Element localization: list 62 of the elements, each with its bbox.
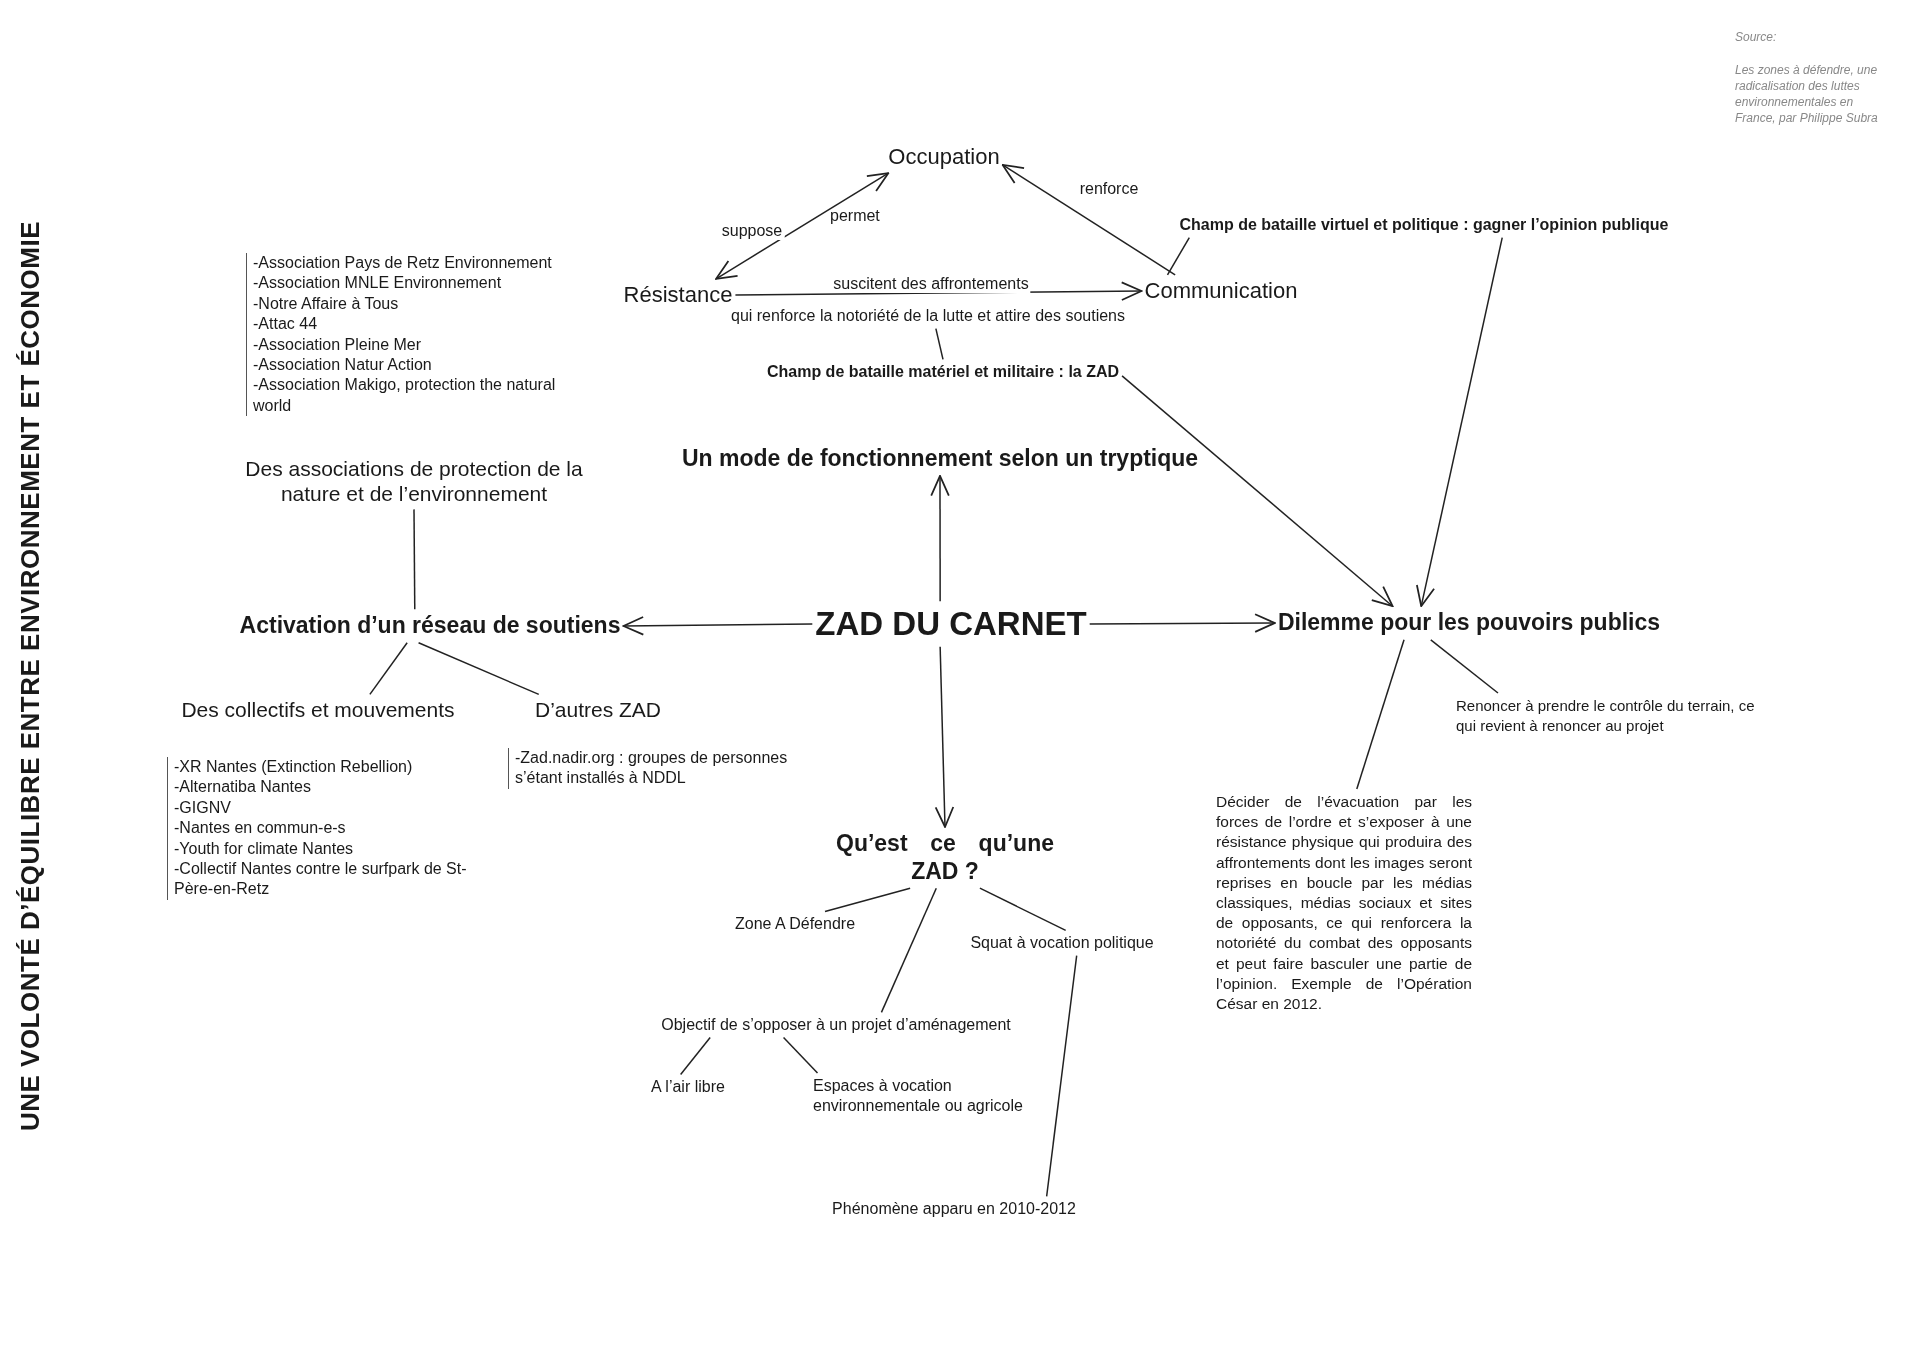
heading-label: Un mode de fonctionnement selon un tryptique [681, 445, 1199, 473]
list-item: -XR Nantes (Extinction Rebellion) [174, 757, 414, 777]
connector-line [1045, 954, 1078, 1198]
definition-label: Espaces à vocation environnementale ou agricole [813, 1076, 1038, 1116]
list-item: -Association Pays de Retz Environnement [253, 253, 553, 273]
connector-line [782, 1036, 819, 1074]
source-citation: Les zones à défendre, une radicalisation des luttes environnementales en France, par Philippe Subra [1735, 62, 1879, 126]
page-title: UNE VOLONTÉ D’ÉQUILIBRE ENTRE ENVIRONNEMENT ET ÉCONOMIE [14, 220, 46, 1132]
arrow [1416, 236, 1503, 608]
connector-line [417, 642, 540, 696]
relation-label: permet [830, 207, 880, 225]
heading-label: Activation d’un réseau de soutiens [239, 612, 621, 640]
concept-label: Résistance [623, 281, 733, 309]
list-item: -Youth for climate Nantes [174, 838, 355, 859]
description-text: Décider de l’évacuation par les forces de l’ordre et s’exposer à une résistance physique qui produira des affrontements dont les images seront reprises en boucle par les médias classiques, médias sociaux et sites de opposants, ce qui renforcera la notoriété du combat des opposants et peut faire basculer une partie de l’opinion. Exemple de l’Opération César en 2012. [1216, 792, 1472, 1015]
connector-line [679, 1036, 711, 1076]
definition-label: Squat à vocation politique [970, 933, 1154, 953]
list-item: -Notre Affaire à Tous [253, 293, 400, 314]
connector-line [979, 887, 1067, 932]
connector-line [935, 327, 944, 361]
arrow [934, 646, 955, 828]
connector-line [824, 887, 911, 913]
connector-line [1356, 639, 1405, 790]
concept-label: Communication [1144, 277, 1298, 305]
definition-label: Objectif de s’opposer à un projet d’aménagement [661, 1015, 1011, 1035]
connector-line [1430, 639, 1499, 694]
connector-line [413, 508, 416, 610]
description-text: Renoncer à prendre le contrôle du terrain, ce qui revient à renoncer au projet [1456, 696, 1756, 736]
central-title: ZAD DU CARNET [815, 604, 1087, 644]
list-item: -Association MNLE Environnement [253, 273, 503, 294]
connector-line [1166, 236, 1191, 276]
list-item: -Zad.nadir.org : groupes de personnes s’étant installés à NDDL [515, 748, 789, 789]
connector-line [369, 642, 408, 696]
list-item: -Nantes en commun-e-s [174, 818, 347, 839]
connector-line [880, 887, 938, 1014]
list-item: -Association Makigo, protection the natural world [253, 375, 557, 416]
edge-label: suscitent des affrontements [831, 275, 1031, 293]
branch-label: Des collectifs et mouvements [181, 697, 455, 723]
source-heading: Source: [1735, 30, 1778, 44]
arrow [930, 474, 950, 602]
edge-note: qui renforce la notoriété de la lutte et attire des soutiens [731, 306, 1125, 326]
heading-label: Qu’est ce qu’une ZAD ? [836, 830, 1054, 886]
list-item: -Association Natur Action [253, 355, 433, 376]
arrow [1121, 375, 1394, 608]
definition-label: A l’air libre [651, 1077, 725, 1097]
list-item: -Association Pleine Mer [253, 334, 423, 355]
heading-label: Champ de bataille virtuel et politique : gagner l’opinion publique [1179, 215, 1669, 235]
list-item: -Attac 44 [253, 314, 319, 335]
arrow [715, 172, 890, 280]
definition-label: Zone A Défendre [734, 914, 856, 934]
heading-label: Dilemme pour les pouvoirs publics [1277, 609, 1661, 637]
list-item: -Collectif Nantes contre le surfpark de St-Père-en-Retz [174, 859, 468, 900]
list-item: -Alternatiba Nantes [174, 777, 312, 798]
concept-label: Occupation [888, 143, 1000, 171]
branch-label: Des associations de protection de la nature et de l’environnement [214, 456, 614, 507]
list-item: -GIGNV [174, 797, 232, 818]
heading-label: Champ de bataille matériel et militaire : la ZAD [766, 362, 1120, 382]
branch-label: D’autres ZAD [535, 697, 661, 723]
arrow [1088, 613, 1276, 633]
definition-label: Phénomène apparu en 2010-2012 [832, 1199, 1076, 1219]
arrow [622, 616, 814, 636]
arrow [1001, 164, 1176, 276]
